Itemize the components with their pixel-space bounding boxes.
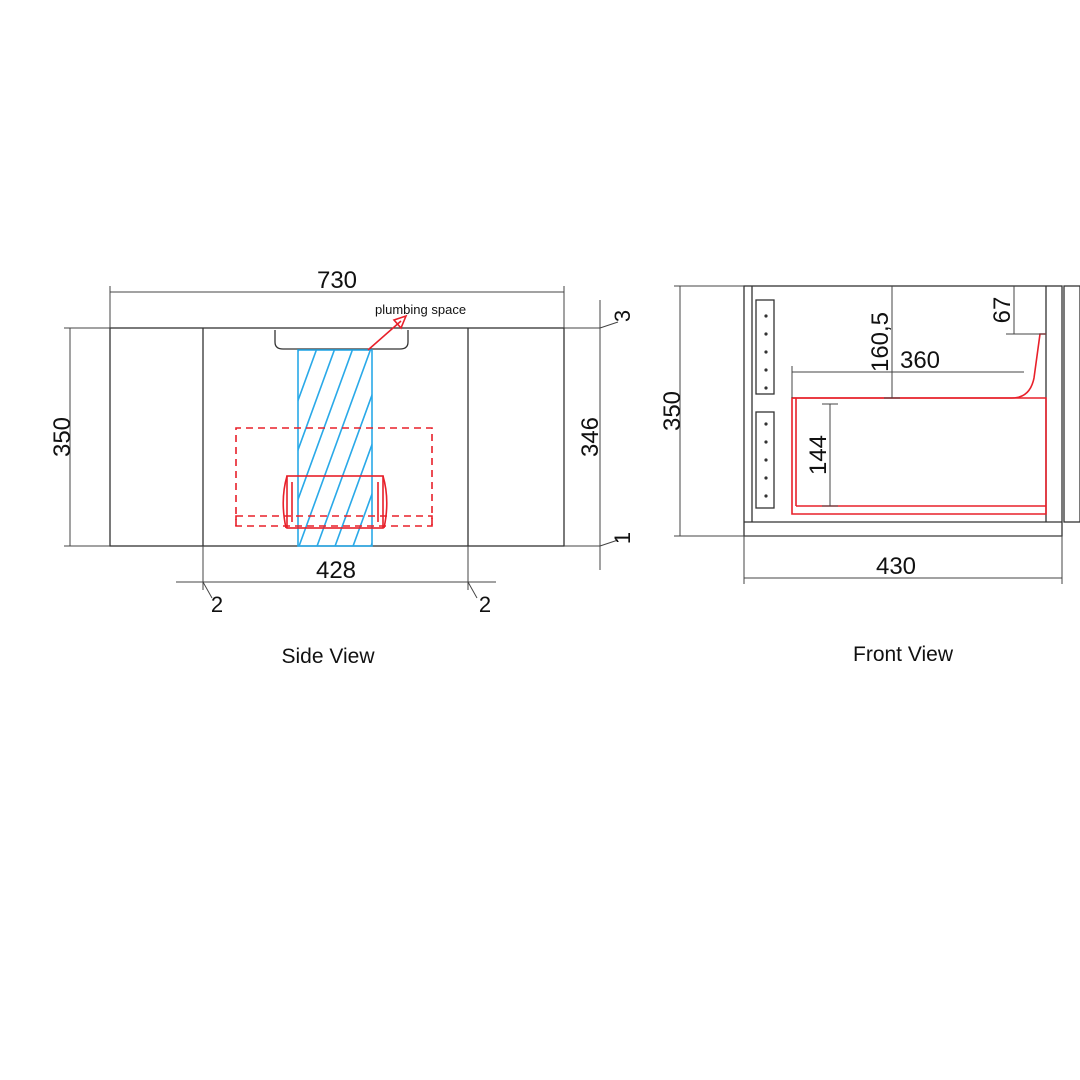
front-view-rails	[755, 299, 775, 509]
side-view-caption: Side View	[281, 645, 375, 668]
side-inner-height-value: 346	[577, 417, 604, 457]
rail-hole	[764, 458, 768, 462]
side-dim-overall-width: 730	[109, 267, 565, 328]
rail-hole	[764, 422, 768, 426]
side-view-cabinet	[109, 327, 600, 547]
front-dim-top-right: 67	[989, 286, 1046, 335]
front-view-cabinet	[743, 285, 1080, 537]
front-dim-top-offset: 160,5	[867, 286, 900, 399]
front-view: 430 350 360 160,5 67	[659, 285, 1080, 666]
side-view: plumbing space 730 350 346 3 1	[49, 267, 635, 668]
front-dim-overall-height: 350	[659, 285, 744, 537]
arrow-icon	[392, 314, 408, 330]
rail-hole	[764, 350, 768, 354]
front-top-right-value: 67	[989, 297, 1016, 324]
side-overall-width-value: 730	[317, 267, 357, 294]
side-dim-overall-height: 350	[49, 327, 110, 547]
side-overall-height-value: 350	[49, 417, 76, 457]
rail-hole	[764, 476, 768, 480]
front-dim-overall-width: 430	[743, 536, 1063, 584]
side-dim-inner-height: 346 3 1	[577, 300, 635, 570]
side-inner-width-value: 428	[316, 557, 356, 584]
rail-hole	[764, 494, 768, 498]
plumbing-space-label: plumbing space	[375, 302, 466, 317]
plumbing-space-callout: plumbing space	[367, 302, 466, 351]
front-overall-height-value: 350	[659, 391, 686, 431]
front-drawer-height-value: 144	[805, 435, 832, 475]
side-left-offset-value: 2	[211, 592, 223, 617]
front-view-caption: Front View	[853, 643, 954, 666]
rail-hole	[764, 440, 768, 444]
front-drawer-depth-value: 360	[900, 347, 940, 374]
front-overall-width-value: 430	[876, 553, 916, 580]
rail-hole	[764, 332, 768, 336]
side-view-drawer	[235, 427, 433, 529]
side-top-gap-value: 3	[610, 310, 635, 322]
front-dim-drawer-height: 144	[805, 403, 838, 507]
front-top-offset-value: 160,5	[867, 312, 894, 372]
side-bottom-gap-value: 1	[610, 532, 635, 544]
rail-hole	[764, 314, 768, 318]
side-dim-inner-width: 428 2 2	[176, 546, 496, 617]
plumbing-space-area	[297, 349, 373, 547]
rail-hole	[764, 386, 768, 390]
front-dim-drawer-depth: 360	[791, 347, 1024, 398]
side-right-offset-value: 2	[479, 592, 491, 617]
rail-hole	[764, 368, 768, 372]
